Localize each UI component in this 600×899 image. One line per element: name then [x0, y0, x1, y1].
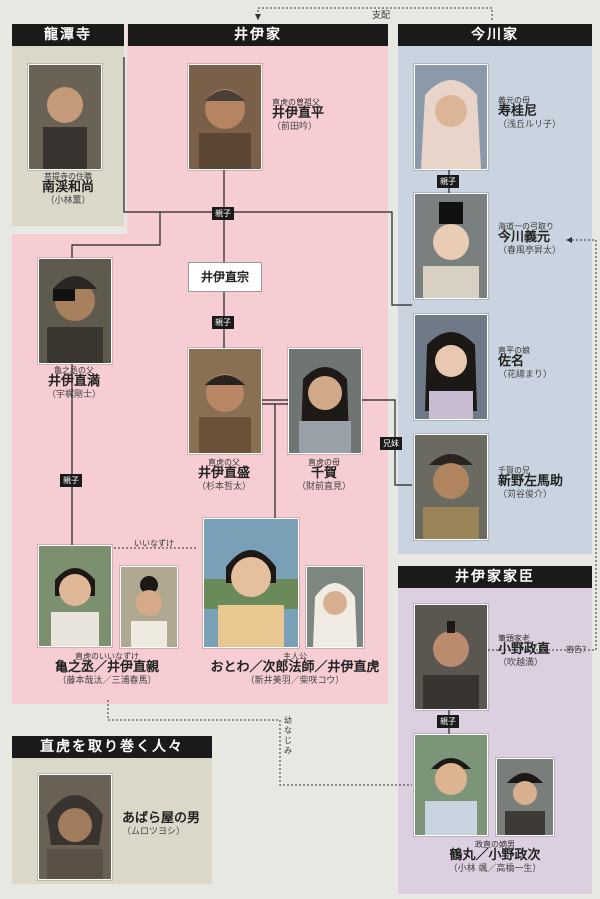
actor-nankei: （小林薫）: [45, 196, 91, 207]
name-sana: 佐名: [498, 354, 525, 370]
role-masanao: 筆頭家老: [498, 634, 530, 643]
actor-naomitsu: （宇梶剛士）: [46, 390, 101, 401]
caption-nankei: 菩提寺の住職 南渓和尚 （小林薫）: [14, 172, 122, 206]
header-ii: 井伊家: [128, 24, 388, 46]
header-kashin: 井伊家家臣: [398, 566, 592, 588]
role-naomori: 直虎の父: [208, 458, 240, 467]
portrait-abaraya: [38, 774, 112, 880]
caption-naomitsu: 亀之丞の父 井伊直満 （宇梶剛士）: [20, 366, 128, 400]
actor-yoshimoto: （春風亭昇太）: [498, 246, 562, 257]
portrait-tsurumaru-adult: [496, 758, 554, 836]
note-iinazuke: いいなずけ: [134, 539, 174, 548]
actor-abaraya: （ムロツヨシ）: [122, 826, 186, 837]
portrait-otowa-adult: [306, 566, 364, 648]
note-osananajimi: 幼なじみ: [284, 716, 292, 755]
portrait-yoshimoto: [414, 193, 488, 299]
name-chika: 千賀: [310, 466, 337, 482]
tag-kyodai: 兄妹: [380, 437, 402, 450]
role-naohira: 直虎の曽祖父: [272, 98, 320, 107]
name-naomori: 井伊直盛: [197, 466, 250, 482]
portrait-sana: [414, 314, 488, 420]
role-chika: 直虎の母: [308, 458, 340, 467]
header-imagawa: 今川家: [398, 24, 592, 46]
actor-jukeini: （浅丘ルリ子）: [498, 120, 562, 131]
actor-shinno: （苅谷俊介）: [498, 490, 553, 501]
name-nankei: 南渓和尚: [41, 180, 94, 196]
role-sana: 直平の娘: [498, 346, 530, 355]
caption-yoshimoto: 海道一の弓取り 今川義元 （春風亭昇太）: [498, 222, 594, 256]
name-naohira: 井伊直平: [272, 106, 325, 122]
caption-naohira: 直虎の曽祖父 井伊直平 （前田吟）: [272, 98, 382, 132]
portrait-tsurumaru-child: [414, 734, 488, 836]
caption-abaraya: あばら屋の男 （ムロツヨシ）: [122, 811, 212, 837]
role-jukeini: 義元の母: [498, 96, 530, 105]
caption-otowa: 主人公 おとわ／次郎法師／井伊直虎 （新井美羽／柴咲コウ）: [200, 652, 390, 686]
portrait-shinno: [414, 434, 488, 540]
portrait-naomori: [188, 348, 262, 454]
actor-naomori: （杉本哲太）: [196, 482, 251, 493]
tag-oyako-naomitsu: 親子: [60, 474, 82, 487]
role-yoshimoto: 海道一の弓取り: [498, 222, 554, 231]
box-naomune: 井伊直宗: [188, 262, 262, 292]
name-otowa: おとわ／次郎法師／井伊直虎: [210, 660, 380, 676]
name-abaraya: あばら屋の男: [122, 811, 201, 826]
caption-tsurumaru: 政直の嫡男 鶴丸／小野政次 （小林 颯／高橋一生）: [400, 840, 590, 874]
name-naomitsu: 井伊直満: [47, 374, 100, 390]
role-tsurumaru: 政直の嫡男: [475, 840, 515, 849]
actor-chika: （財前直見）: [296, 482, 351, 493]
role-nankei: 菩提寺の住職: [44, 172, 92, 181]
caption-chika: 直虎の母 千賀 （財前直見）: [270, 458, 378, 492]
tag-oyako-naohira: 親子: [212, 207, 234, 220]
header-ryotanji: 龍潭寺: [12, 24, 124, 46]
name-masanao: 小野政直: [498, 642, 551, 658]
name-shinno: 新野左馬助: [498, 474, 564, 490]
name-jukeini: 寿桂尼: [498, 104, 538, 120]
portrait-nankei: [28, 64, 102, 170]
actor-sana: （花總まり）: [498, 370, 553, 381]
role-otowa: 主人公: [283, 652, 307, 661]
actor-tsurumaru: （小林 颯／高橋一生）: [448, 864, 542, 875]
caption-sana: 直平の娘 佐名 （花總まり）: [498, 346, 594, 380]
actor-otowa: （新井美羽／柴咲コウ）: [245, 676, 345, 687]
caption-masanao: 筆頭家老 小野政直 （吹越満）: [498, 634, 594, 668]
portrait-otowa-child: [203, 518, 299, 648]
portrait-jukeini: [414, 64, 488, 170]
actor-naohira: （前田吟）: [272, 122, 318, 133]
name-naomune: 井伊直宗: [200, 270, 249, 284]
note-mittsu: 密告？: [566, 645, 590, 654]
actor-masanao: （吹越満）: [498, 658, 544, 669]
caption-naomori: 直虎の父 井伊直盛 （杉本哲太）: [170, 458, 278, 492]
tag-oyako-naomune: 親子: [212, 316, 234, 329]
portrait-kamenojo-adult: [120, 566, 178, 648]
name-kamenojo: 亀之丞／井伊直親: [54, 660, 159, 676]
tag-oyako-masanao: 親子: [437, 715, 459, 728]
role-kamenojo: 直虎のいいなずけ: [75, 652, 139, 661]
caption-jukeini: 義元の母 寿桂尼 （浅丘ルリ子）: [498, 96, 594, 130]
portrait-chika: [288, 348, 362, 454]
caption-shinno: 千賀の兄 新野左馬助 （苅谷俊介）: [498, 466, 594, 500]
caption-kamenojo: 直虎のいいなずけ 亀之丞／井伊直親 （藤本哉汰／三浦春馬）: [22, 652, 192, 686]
role-shinno: 千賀の兄: [498, 466, 530, 475]
portrait-naomitsu: [38, 258, 112, 364]
name-yoshimoto: 今川義元: [498, 230, 551, 246]
name-tsurumaru: 鶴丸／小野政次: [449, 848, 541, 864]
header-torimaku: 直虎を取り巻く人々: [12, 736, 212, 758]
portrait-naohira: [188, 64, 262, 170]
role-naomitsu: 亀之丞の父: [54, 366, 94, 375]
portrait-kamenojo-child: [38, 545, 112, 647]
portrait-masanao: [414, 604, 488, 710]
actor-kamenojo: （藤本哉汰／三浦春馬）: [57, 676, 157, 687]
shihai-label: 支配: [372, 11, 391, 21]
tag-oyako-jukeini: 親子: [437, 175, 459, 188]
